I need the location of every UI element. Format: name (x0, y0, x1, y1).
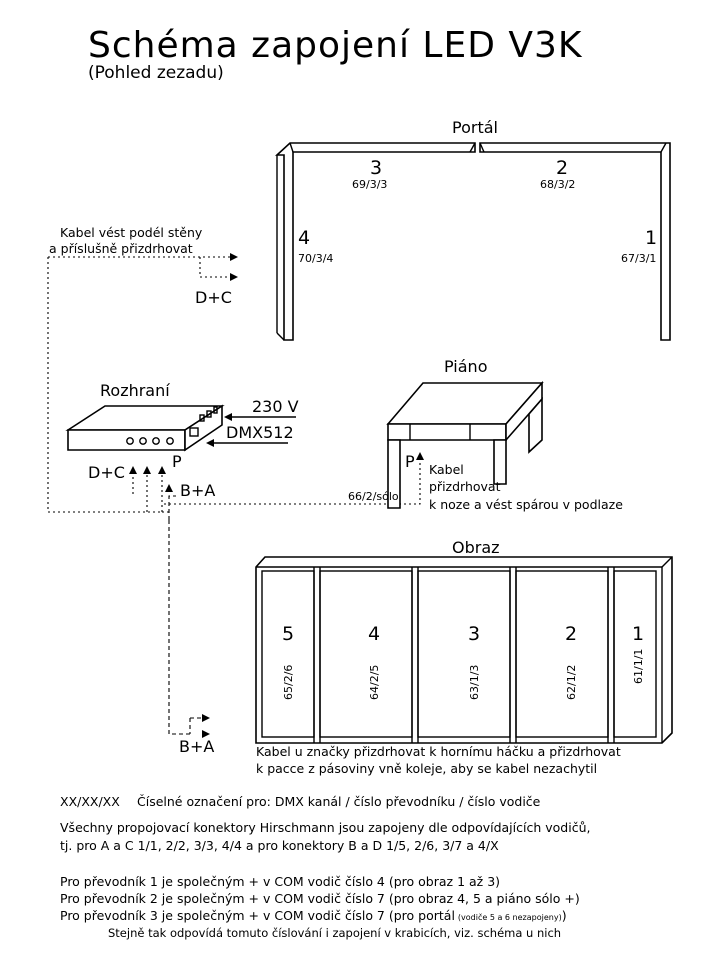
piano-note3: k noze a vést spárou v podlaze (429, 497, 623, 512)
rozhrani-p: P (172, 452, 182, 471)
obraz-panel3-num: 3 (468, 623, 480, 645)
cable-path-dc-branch (199, 257, 230, 278)
obraz-panel2-num: 2 (565, 623, 577, 645)
rozhrani-dc: D+C (88, 463, 125, 482)
piano-code: 66/2/sólo (348, 490, 399, 503)
cable-path-to-interface (47, 257, 162, 513)
knob-icon (166, 437, 174, 445)
piano-label: Piáno (444, 357, 487, 376)
obraz-note1: Kabel u značky přizdrhovat k hornímu háč… (256, 744, 621, 759)
legend-group: XX/XX/XX Číselné označení pro: DMX kanál… (60, 794, 590, 940)
obraz-ba: B+A (179, 737, 214, 756)
knob-icon (152, 437, 160, 445)
obraz-panel4-num: 4 (368, 623, 380, 645)
legend-c3: Pro převodník 3 je společným + v COM vod… (60, 908, 567, 923)
rozhrani-group: Rozhraní 230 V DMX512 P D+C B+A (65, 381, 299, 500)
knob-icon (139, 437, 147, 445)
rozhrani-dmx: DMX512 (226, 423, 294, 442)
cable-note-group: Kabel vést podél stěny a příslušně přizd… (49, 225, 232, 307)
portal-seg3-code: 69/3/3 (352, 178, 387, 191)
obraz-panel5-code: 65/2/6 (282, 665, 295, 700)
knob-icon (126, 437, 134, 445)
legend-p2: tj. pro A a C 1/1, 2/2, 3/3, 4/4 a pro k… (60, 838, 499, 853)
piano-group: Piáno P 66/2/sólo Kabel přizdrhovat k no… (348, 357, 623, 512)
legend-p1: Všechny propojovací konektory Hirschmann… (60, 820, 590, 835)
rozhrani-label: Rozhraní (100, 381, 170, 400)
obraz-group: Obraz 5 65/2/6 4 64/2/5 3 63/1/3 2 62/1/… (179, 538, 673, 776)
obraz-panel2-code: 62/1/2 (565, 665, 578, 700)
rozhrani-power: 230 V (252, 397, 299, 416)
obraz-note2: k pacce z pásoviny vně koleje, aby se ka… (256, 761, 597, 776)
portal-seg1-num: 1 (645, 227, 657, 249)
cable-note-line2: a příslušně přizdrhovat (49, 241, 193, 256)
portal-seg3-num: 3 (370, 157, 382, 179)
legend-c2: Pro převodník 2 je společným + v COM vod… (60, 891, 580, 906)
obraz-panel1-num: 1 (632, 623, 644, 645)
obraz-panel5-num: 5 (282, 623, 294, 645)
rozhrani-box-side (184, 404, 223, 452)
portal-group: Portál 3 69/3/3 2 68/3/2 4 70/3/4 1 67/3… (274, 118, 671, 341)
piano-note2: přizdrhovat (429, 479, 501, 494)
rozhrani-ba: B+A (180, 481, 215, 500)
cable-path-to-obraz (168, 520, 190, 735)
portal-label: Portál (452, 118, 498, 137)
obraz-panel4-code: 64/2/5 (368, 665, 381, 700)
page-title: Schéma zapojení LED V3K (88, 25, 583, 66)
legend-c4: Stejně tak odpovídá tomuto číslování i z… (108, 926, 561, 940)
legend-key: XX/XX/XX (60, 794, 120, 809)
legend-c1: Pro převodník 1 je společným + v COM vod… (60, 874, 500, 889)
cable-note-line1: Kabel vést podél stěny (60, 225, 203, 240)
obraz-label: Obraz (452, 538, 500, 557)
portal-seg4-code: 70/3/4 (298, 252, 333, 265)
piano-note1: Kabel (429, 462, 464, 477)
obraz-panel3-code: 63/1/3 (468, 665, 481, 700)
portal-seg2-code: 68/3/2 (540, 178, 575, 191)
piano-p: P (405, 452, 415, 471)
cable-note-connector: D+C (195, 288, 232, 307)
portal-seg4-num: 4 (298, 227, 310, 249)
obraz-panel1-code: 61/1/1 (632, 649, 645, 684)
portal-beam-right (479, 142, 671, 341)
legend-desc: Číselné označení pro: DMX kanál / číslo … (137, 794, 541, 809)
portal-seg2-num: 2 (556, 157, 568, 179)
page-subtitle: (Pohled zezadu) (88, 63, 224, 83)
cable-path-to-piano (164, 458, 421, 505)
portal-seg1-code: 67/3/1 (621, 252, 656, 265)
